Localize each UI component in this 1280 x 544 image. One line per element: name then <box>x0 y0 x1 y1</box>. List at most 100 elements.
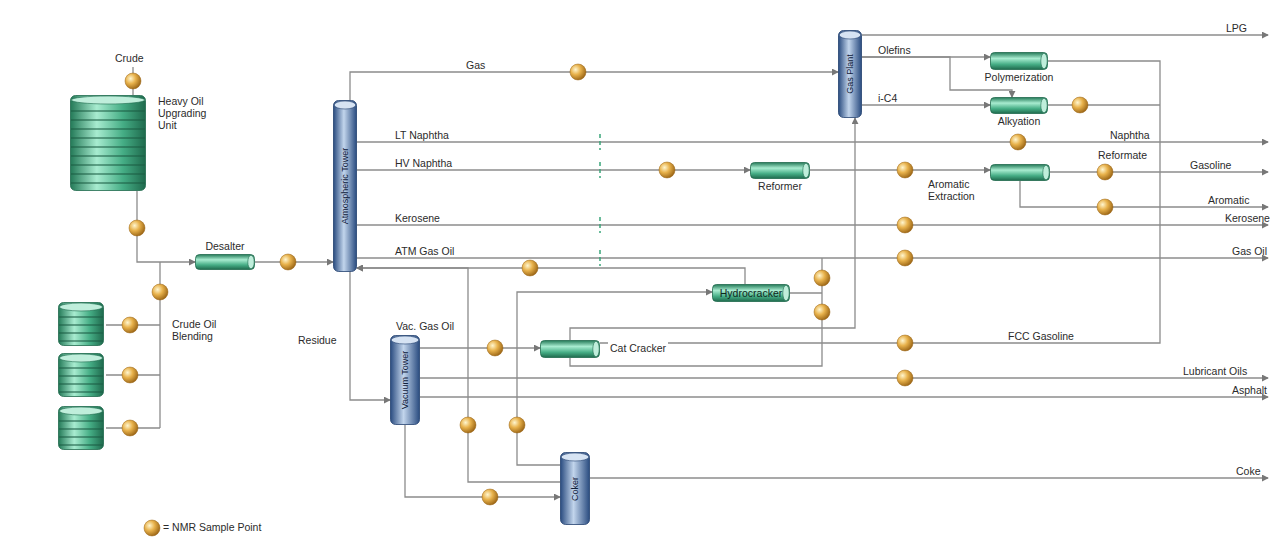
nmr-sample-point <box>897 370 913 386</box>
nmr-sample-point <box>122 367 138 383</box>
process-unit: Cat Cracker <box>540 340 600 358</box>
vessel-body <box>751 163 810 179</box>
drum-rib <box>71 128 145 130</box>
nmr-sample-point <box>125 73 141 89</box>
nmr-sample-point <box>152 284 168 300</box>
unit-label: Hydrocracker <box>720 287 782 299</box>
unit-label: Aromatic Extraction <box>928 178 986 202</box>
nmr-sample-point <box>1072 97 1088 113</box>
nmr-sample-point <box>814 304 830 320</box>
hydrocracker-out-line <box>786 292 822 293</box>
stream-label: Lubricant Oils <box>1183 365 1247 377</box>
drum-rib <box>71 110 145 112</box>
vessel-top <box>334 101 356 109</box>
stream-label: FCC Gasoline <box>1008 330 1074 342</box>
vessel-body <box>541 341 600 358</box>
nmr-sample-point <box>1097 199 1113 215</box>
flow-line <box>570 118 855 340</box>
coke-line <box>590 477 1268 478</box>
unit-label: Alkyation <box>998 115 1041 127</box>
drum-rib <box>71 164 145 166</box>
stream-label: Coke <box>1236 465 1261 477</box>
asphalt-line <box>420 396 1268 397</box>
unit-label: Polymerization <box>985 71 1054 83</box>
process-unit: Hydrocracker <box>712 284 790 302</box>
cut-marks <box>599 134 601 266</box>
nmr-sample-point <box>482 489 498 505</box>
tower-unit: Coker <box>560 452 590 525</box>
vessel-end <box>593 341 599 357</box>
nmr-sample-point <box>897 335 913 351</box>
alkylate-line <box>1048 104 1160 105</box>
nmr-sample-point <box>460 417 476 433</box>
nmr-sample-point <box>570 64 586 80</box>
stream-label: HV Naphtha <box>395 157 452 169</box>
stream-label: i-C4 <box>878 92 897 104</box>
stream-label: Residue <box>298 334 337 346</box>
vessel-body <box>713 285 790 302</box>
vessel-top <box>71 96 145 104</box>
stream-label: LPG <box>1226 22 1247 34</box>
nmr-sample-point <box>659 162 675 178</box>
kerosene-line <box>357 224 1268 225</box>
flow-line <box>137 191 195 262</box>
drum-rib <box>71 137 145 139</box>
stream-label: ATM Gas Oil <box>395 245 454 257</box>
vessel-body <box>196 255 255 270</box>
flow-line <box>357 169 750 170</box>
tower-body <box>391 336 420 425</box>
blend-tank <box>59 354 104 397</box>
lt-naphtha-line <box>357 141 1268 142</box>
nmr-sample-point <box>122 317 138 333</box>
tower-body <box>334 101 357 272</box>
nmr-sample-point <box>487 340 503 356</box>
nmr-sample-point <box>280 254 296 270</box>
legend-text: = NMR Sample Point <box>163 521 261 533</box>
stream-label: Gasoline <box>1190 159 1231 171</box>
cat-cracker-out-line <box>570 258 822 366</box>
vessel-body <box>991 98 1048 114</box>
lube-line <box>420 377 1268 378</box>
drum-body <box>71 96 146 191</box>
drum-rib <box>71 146 145 148</box>
drum-rib <box>71 173 145 175</box>
sample-points <box>122 64 1113 536</box>
vessel-end <box>248 255 254 269</box>
flow-line <box>357 268 745 284</box>
vessel-shape <box>540 340 600 358</box>
flow-line <box>357 268 560 482</box>
tower-unit: Gas Plant <box>838 30 862 118</box>
vessel-shape <box>990 164 1050 181</box>
vessel-end <box>1041 98 1047 113</box>
product-lines <box>106 35 1268 478</box>
process-unit: Polymerization <box>990 52 1048 70</box>
drum-unit: Heavy Oil Upgrading Unit <box>70 95 146 191</box>
stream-label: Asphalt <box>1232 384 1267 396</box>
unit-label: Heavy Oil Upgrading Unit <box>158 95 222 131</box>
flow-line <box>350 272 390 400</box>
vessel-top <box>839 31 861 39</box>
blend-tank <box>59 407 104 450</box>
nmr-sample-point <box>1097 164 1113 180</box>
stream-label: Aromatic <box>1208 194 1249 206</box>
vessel-top <box>391 336 419 344</box>
nmr-sample-point <box>509 417 525 433</box>
drum-rib <box>71 182 145 184</box>
flow-line <box>350 72 838 100</box>
polymer-out-line <box>1048 61 1160 172</box>
gasoline-line <box>1050 171 1268 172</box>
vessel-shape <box>990 52 1048 70</box>
process-unit: Desalter <box>195 254 255 270</box>
legend-symbol <box>144 520 160 536</box>
stream-label: Kerosene <box>395 212 440 224</box>
vessel-body <box>991 53 1048 70</box>
unit-label: Cat Cracker <box>608 342 668 354</box>
unit-label: Gas Plant <box>845 54 855 94</box>
vessel-shape <box>195 254 255 270</box>
blend-tank <box>59 303 104 346</box>
nmr-sample-point <box>814 270 830 286</box>
lpg-line <box>862 34 1268 35</box>
stream-label: Vac. Gas Oil <box>396 320 454 332</box>
